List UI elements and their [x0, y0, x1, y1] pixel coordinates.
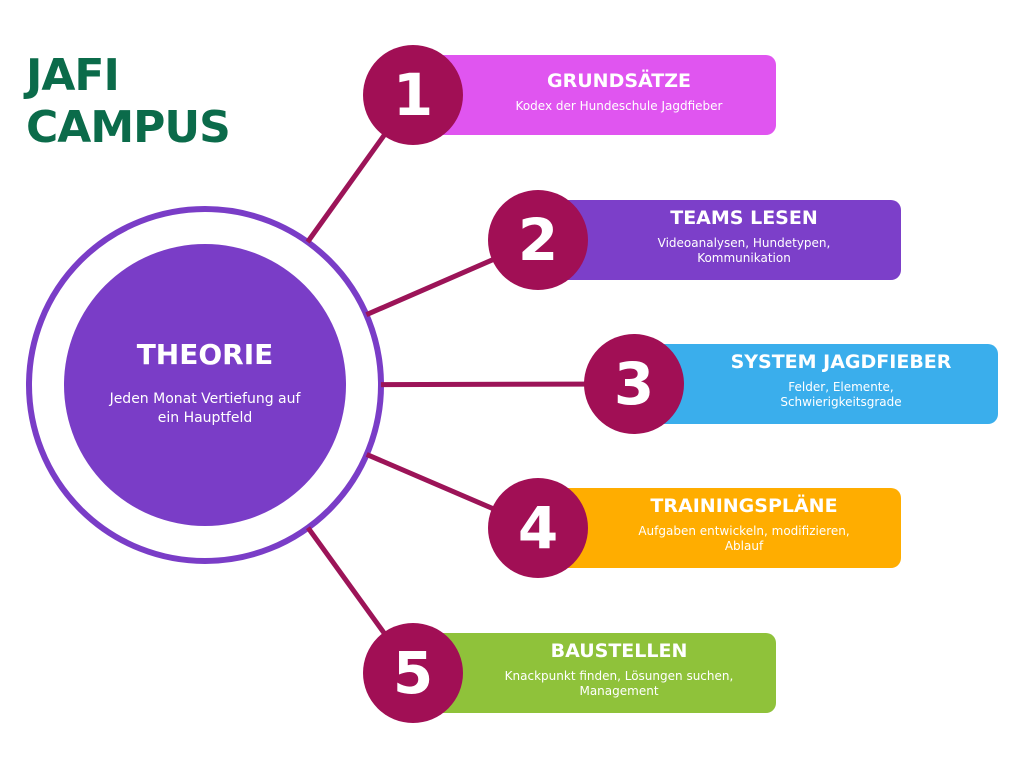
topic-title: SYSTEM JAGDFIEBER: [730, 351, 952, 373]
hub-label: THEORIE Jeden Monat Vertiefung auf ein H…: [64, 245, 346, 527]
hub-outer-ring: [26, 206, 384, 564]
topic-card-1: GRUNDSÄTZE Kodex der Hundeschule Jagdfie…: [412, 55, 776, 135]
topic-description: Kodex der Hundeschule Jagdfieber: [515, 98, 723, 113]
topic-card-3: SYSTEM JAGDFIEBER Felder, Elemente, Schw…: [634, 344, 998, 424]
topic-title: BAUSTELLEN: [550, 640, 688, 662]
topic-number-badge: 4: [488, 478, 588, 578]
topic-description: Aufgaben entwickeln, modifizieren, Ablau…: [638, 524, 850, 553]
hub-title: THEORIE: [136, 338, 274, 371]
topic-card-4: TRAININGSPLÄNE Aufgaben entwickeln, modi…: [537, 488, 901, 568]
topic-number-badge: 2: [488, 190, 588, 290]
topic-number-badge: 3: [584, 334, 684, 434]
brand-logo-text: JAFI CAMPUS: [26, 50, 231, 154]
hub-circle: [64, 244, 346, 526]
topic-number-badge: 1: [363, 45, 463, 145]
topic-description: Knackpunkt finden, Lösungen suchen, Mana…: [504, 669, 734, 698]
topic-title: TEAMS LESEN: [670, 207, 818, 229]
topic-description: Felder, Elemente, Schwierigkeitsgrade: [780, 380, 902, 409]
topic-card-2: TEAMS LESEN Videoanalysen, Hundetypen, K…: [537, 200, 901, 280]
topic-title: GRUNDSÄTZE: [547, 69, 691, 92]
topic-description: Videoanalysen, Hundetypen, Kommunikation: [657, 236, 831, 265]
brand-line-1: JAFI: [26, 50, 120, 101]
topic-title: TRAININGSPLÄNE: [650, 495, 838, 517]
brand-line-2: CAMPUS: [26, 102, 231, 153]
topic-number-badge: 5: [363, 623, 463, 723]
hub-subtitle: Jeden Monat Vertiefung auf ein Hauptfeld: [109, 391, 301, 426]
topic-card-5: BAUSTELLEN Knackpunkt finden, Lösungen s…: [412, 633, 776, 713]
